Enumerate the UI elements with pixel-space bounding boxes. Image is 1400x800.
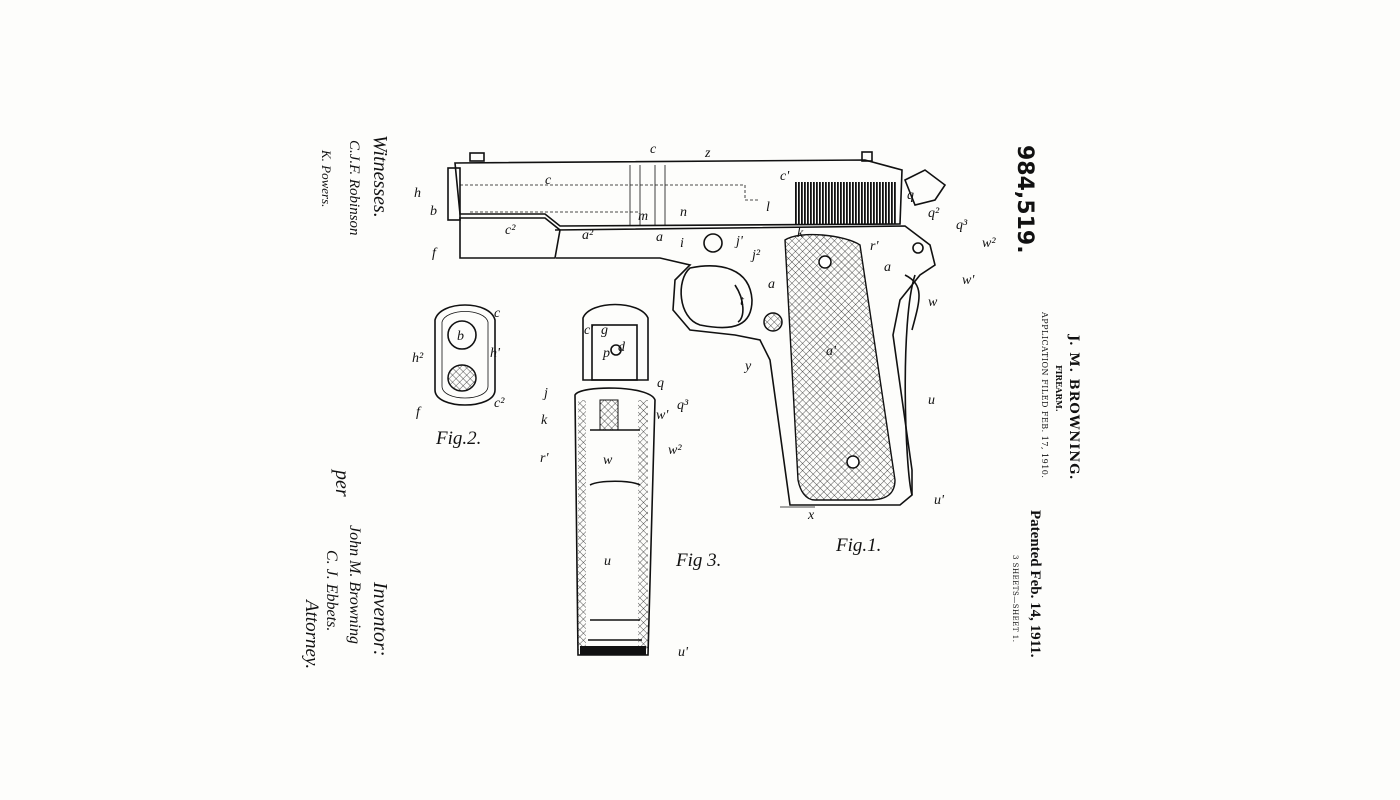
fig1-label-r-prime: r' [870,239,879,254]
witness-signature-2: K. Powers. [319,150,334,208]
fig2-label-h2: h² [412,351,424,366]
figure-1-pistol-side-view [447,151,947,508]
fig2-label-f: f [416,405,422,420]
witnesses-label: Witnesses. [369,135,391,218]
per-label: per [331,470,353,497]
fig1-label-q: q [907,188,914,203]
fig1-label-w2: w² [982,236,996,251]
fig1-label-t: t [740,294,745,309]
fig3-label-q: q [657,376,664,391]
fig3-label-j: j [542,386,548,401]
fig3-label-w: w [603,453,613,468]
fig3-label-p: p [602,346,610,361]
inventor-label: Inventor: [369,582,391,657]
fig1-label-f: f [432,246,438,261]
fig1-label-l: l [766,200,770,215]
patent-number: 984,519. [1012,145,1037,254]
fig1-label-j-prime: j' [734,234,744,249]
fig1-label-y: y [743,359,752,374]
fig3-label-u-prime: u' [678,645,689,660]
inventor-name: J. M. BROWNING. [1066,335,1081,481]
fig3-label-d: d [618,340,626,355]
fig1-label-u-prime: u' [934,493,945,508]
figure-2-muzzle-view [434,304,496,406]
fig1-caption: Fig.1. [835,535,881,556]
fig1-label-q2: q² [928,206,940,221]
fig3-label-w-prime: w' [656,408,669,423]
fig2-label-c: c [494,306,501,321]
fig1-label-w-prime: w' [962,273,975,288]
witness-signature-1: C.J.F. Robinson [346,140,362,236]
fig1-label-q3: q³ [956,218,968,233]
fig1-label-c-prime: c' [780,169,790,184]
fig1-label-b: b [430,204,437,219]
figure-3-rear-view [574,303,656,656]
fig3-label-u: u [604,554,611,569]
fig1-label-w: w [928,295,938,310]
fig3-label-g: g [601,323,608,338]
fig3-label-k: k [541,413,548,428]
fig1-label-k: k [797,226,804,241]
fig1-label-c2: c² [505,223,516,238]
fig1-label-i: i [680,236,684,251]
fig1-label-a-frame: a [768,277,775,292]
fig2-label-h-prime: h' [490,346,501,361]
fig3-label-c-prime: c' [584,323,594,338]
fig3-caption: Fig 3. [675,550,721,571]
fig1-label-n: n [680,205,687,220]
fig1-label-m: m [638,209,648,224]
fig2-label-b: b [457,329,464,344]
invention-title: FIREARM. [1054,365,1064,412]
fig1-label-u: u [928,393,935,408]
fig1-label-c: c [545,173,552,188]
fig2-label-c2: c² [494,396,505,411]
fig3-label-r-prime: r' [540,451,549,466]
fig1-label-a2: a² [582,228,594,243]
fig2-caption: Fig.2. [435,428,481,449]
application-filed: APPLICATION FILED FEB. 17, 1910. [1040,312,1049,479]
inventor-signature: John M. Browning [346,525,363,644]
fig1-label-h: h [414,186,421,201]
fig3-label-q3: q³ [677,398,689,413]
attorney-label: Attorney. [301,600,322,670]
fig1-label-a-prime: a' [826,344,837,359]
fig1-label-z: z [704,146,711,161]
patented-date: Patented Feb. 14, 1911. [1027,510,1043,658]
fig1-label-c-top: c [650,142,657,157]
sheet-count: 3 SHEETS—SHEET 1. [1011,555,1019,643]
fig1-label-a: a [656,230,663,245]
attorney-signature: C. J. Ebbets. [323,550,340,632]
fig3-label-w2: w² [668,443,682,458]
fig1-label-x: x [807,508,815,523]
fig1-label-a-rear: a [884,260,891,275]
fig1-label-j2: j² [750,248,761,263]
